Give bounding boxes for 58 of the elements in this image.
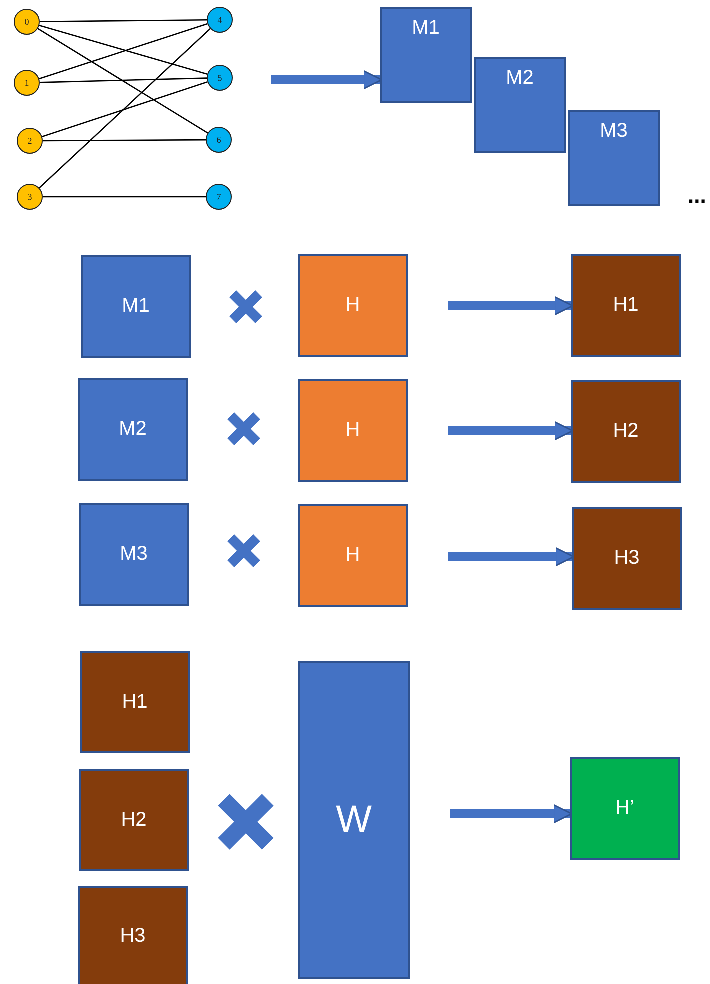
node-label: H’: [616, 797, 634, 820]
node-label: H: [346, 294, 360, 317]
matrix-box: [474, 57, 566, 153]
matrix-box: [570, 757, 680, 860]
matrix-box: [80, 651, 190, 753]
node-label: M3: [120, 543, 148, 566]
node-label: 7: [216, 192, 222, 202]
matrix-box: [79, 769, 189, 871]
graph-vertex: [17, 184, 43, 210]
node-label: 3: [28, 192, 32, 202]
matrix-box: [572, 507, 682, 610]
graph-vertex: [207, 65, 233, 91]
graph-edge: [40, 78, 208, 84]
node-label: H3: [614, 547, 640, 570]
node-label: 6: [216, 135, 222, 145]
matrix-box: [571, 380, 681, 483]
matrix-box: [78, 378, 188, 481]
matrix-box: [81, 255, 191, 358]
node-label: M2: [506, 67, 534, 90]
node-label: H: [346, 544, 360, 567]
node-label: H2: [613, 420, 639, 443]
graph-edge: [39, 28, 211, 189]
graph-edge: [43, 196, 206, 198]
graph-edge: [38, 28, 208, 134]
node-label: 2: [28, 136, 32, 146]
graph-edge: [43, 139, 206, 142]
node-label: 4: [218, 15, 222, 25]
graph-vertex: [207, 7, 233, 33]
node-label: W: [336, 798, 372, 842]
node-label: H1: [122, 690, 148, 714]
node-label: 0: [24, 17, 30, 27]
graph-vertex: [17, 128, 43, 154]
matrix-box: [568, 110, 660, 206]
node-label: H3: [120, 924, 146, 948]
matrix-box: [571, 254, 681, 357]
node-label: M3: [600, 120, 628, 143]
node-label: H1: [613, 294, 639, 317]
ellipsis-label: ...: [688, 185, 706, 207]
node-label: H: [346, 419, 360, 442]
matrix-box: [298, 379, 408, 482]
matrix-box: [298, 254, 408, 357]
node-label: 1: [24, 78, 30, 88]
matrix-box: [298, 504, 408, 607]
graph-vertex: [206, 184, 232, 210]
graph-vertex: [206, 127, 232, 153]
graph-edge: [42, 81, 208, 138]
node-label: M1: [412, 17, 440, 40]
node-label: M2: [119, 418, 147, 441]
node-label: H2: [121, 808, 147, 832]
graph-vertex: [14, 70, 40, 96]
matrix-box: [78, 886, 188, 984]
graph-edge: [40, 19, 207, 23]
matrix-box: [79, 503, 189, 606]
graph-vertex: [14, 9, 40, 35]
matrix-box: [380, 7, 472, 103]
matrix-box: [298, 661, 410, 979]
node-label: 5: [218, 73, 222, 83]
node-label: M1: [122, 295, 150, 318]
